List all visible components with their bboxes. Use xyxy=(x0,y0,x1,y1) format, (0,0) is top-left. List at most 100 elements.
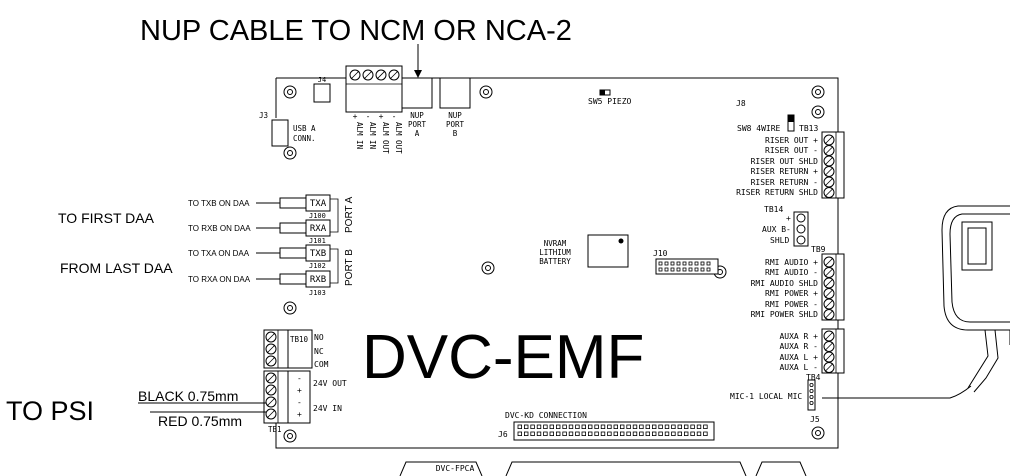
svg-text:J5: J5 xyxy=(810,415,820,424)
j6-pin xyxy=(588,431,593,436)
svg-text:+: + xyxy=(353,112,358,121)
svg-text:PORT A: PORT A xyxy=(344,196,355,233)
j6-pin xyxy=(671,431,676,436)
j6-pin xyxy=(562,424,567,429)
svg-text:RISER RETURN -: RISER RETURN - xyxy=(751,178,818,187)
from-last-daa-label: FROM LAST DAA xyxy=(60,260,173,276)
red-wire-label: RED 0.75mm xyxy=(158,413,242,429)
j6-pin xyxy=(530,431,535,436)
svg-text:AUX B: AUX B xyxy=(762,225,786,234)
svg-text:ALM IN: ALM IN xyxy=(368,122,377,149)
tb14-terminal-block xyxy=(793,211,809,247)
j6-pin xyxy=(600,424,606,429)
svg-text:RMI POWER SHLD: RMI POWER SHLD xyxy=(751,310,819,319)
svg-text:RMI POWER +: RMI POWER + xyxy=(765,289,818,298)
svg-text:RMI POWER -: RMI POWER - xyxy=(765,300,818,309)
j6-pin xyxy=(543,431,548,436)
j6-pin xyxy=(568,431,574,436)
svg-text:+: + xyxy=(297,410,302,419)
svg-text:AUXA R -: AUXA R - xyxy=(779,342,818,351)
svg-text:TB9: TB9 xyxy=(811,245,826,254)
j6-pin xyxy=(684,431,689,436)
svg-text:24V OUT: 24V OUT xyxy=(313,379,347,388)
svg-text:J4: J4 xyxy=(318,76,326,84)
svg-text:TXA: TXA xyxy=(310,199,327,209)
j6-pin xyxy=(594,424,599,429)
svg-text:RISER OUT -: RISER OUT - xyxy=(765,146,818,155)
j4-connector xyxy=(313,83,331,103)
svg-text:TB10: TB10 xyxy=(290,335,309,344)
to-first-daa-label: TO FIRST DAA xyxy=(58,210,155,226)
svg-text:AUXA R +: AUXA R + xyxy=(779,332,818,341)
tb10-terminal-block xyxy=(263,329,313,369)
j6-pin xyxy=(671,424,676,429)
j6-pin xyxy=(562,431,567,436)
svg-text:TB14: TB14 xyxy=(764,205,783,214)
svg-text:TO TXB ON DAA: TO TXB ON DAA xyxy=(188,199,250,208)
usb-connector xyxy=(271,119,289,147)
j6-pin xyxy=(658,431,663,436)
svg-text:J6: J6 xyxy=(498,430,508,439)
alarm-terminal-block xyxy=(345,65,403,113)
svg-text:USB A: USB A xyxy=(293,124,316,133)
j6-pin xyxy=(524,431,529,436)
j6-pin xyxy=(556,424,561,429)
svg-text:COM: COM xyxy=(314,360,329,369)
svg-text:RISER RETURN SHLD: RISER RETURN SHLD xyxy=(736,188,818,197)
svg-text:SW5 PIEZO: SW5 PIEZO xyxy=(588,97,632,106)
j6-pin xyxy=(581,431,586,436)
j10-header xyxy=(655,258,719,275)
j6-pin xyxy=(530,424,535,429)
j6-pin xyxy=(658,424,663,429)
svg-text:J100: J100 xyxy=(309,212,326,220)
svg-text:TO RXA ON DAA: TO RXA ON DAA xyxy=(188,275,251,284)
j6-pin xyxy=(524,424,529,429)
j6-pin xyxy=(639,424,644,429)
svg-text:RXA: RXA xyxy=(310,224,327,234)
j6-pin xyxy=(620,431,625,436)
j6-pin xyxy=(536,431,542,436)
j6-pin xyxy=(549,424,554,429)
svg-text:PORT B: PORT B xyxy=(344,249,355,286)
svg-text:B: B xyxy=(453,129,458,138)
svg-text:TB1: TB1 xyxy=(268,425,282,434)
board-outline xyxy=(275,77,839,476)
svg-text:J10: J10 xyxy=(653,249,668,258)
j6-pin xyxy=(626,431,631,436)
j6-pin xyxy=(575,424,580,429)
j6-pin xyxy=(536,424,542,429)
j6-pin xyxy=(639,431,644,436)
svg-text:PORT: PORT xyxy=(408,120,427,129)
j6-pin xyxy=(607,431,612,436)
j6-pin xyxy=(613,424,618,429)
j6-pin xyxy=(575,431,580,436)
svg-text:MIC-1 LOCAL MIC: MIC-1 LOCAL MIC xyxy=(730,392,802,401)
black-wire-label: BLACK 0.75mm xyxy=(138,388,238,404)
svg-text:J101: J101 xyxy=(309,237,326,245)
j6-pin xyxy=(703,424,708,429)
svg-text:J3: J3 xyxy=(259,111,268,120)
svg-text:DVC-FPCA: DVC-FPCA xyxy=(436,464,475,473)
svg-text:RMI AUDIO -: RMI AUDIO - xyxy=(765,268,818,277)
svg-text:NVRAM: NVRAM xyxy=(544,239,567,248)
svg-text:J8: J8 xyxy=(736,99,746,108)
j6-pin xyxy=(645,424,650,429)
svg-text:-: - xyxy=(366,112,371,121)
svg-text:TB4: TB4 xyxy=(806,373,821,382)
j6-pin xyxy=(690,431,695,436)
j6-pin xyxy=(703,431,708,436)
microphone-icon xyxy=(822,205,1010,399)
j6-pin xyxy=(549,431,554,436)
svg-text:TO RXB ON DAA: TO RXB ON DAA xyxy=(188,224,251,233)
svg-text:ALM OUT: ALM OUT xyxy=(381,122,390,154)
j6-pin xyxy=(677,431,682,436)
svg-text:LITHIUM: LITHIUM xyxy=(539,248,571,257)
svg-text:RISER OUT SHLD: RISER OUT SHLD xyxy=(751,157,819,166)
svg-text:RXB: RXB xyxy=(310,275,326,285)
svg-text:+: + xyxy=(379,112,384,121)
svg-text:NO: NO xyxy=(314,333,324,342)
to-psi-label: TO PSI xyxy=(6,396,94,426)
nup-cable-title: NUP CABLE TO NCM OR NCA-2 xyxy=(140,15,572,47)
j6-pin xyxy=(568,424,574,429)
